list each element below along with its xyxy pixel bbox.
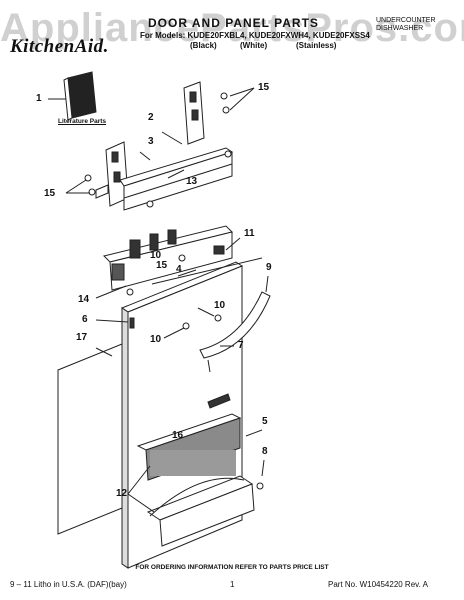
- callout-12: 12: [116, 488, 128, 499]
- left-hinge-bracket: [95, 141, 129, 207]
- product-type-line: UNDERCOUNTER DISHWASHER: [376, 17, 436, 32]
- variant-white: (White): [240, 41, 268, 50]
- callout-14: 14: [78, 294, 90, 305]
- variant-black: (Black): [190, 41, 217, 50]
- variant-stainless: (Stainless): [296, 41, 337, 50]
- callout-13: 13: [186, 176, 198, 187]
- callout-17: 17: [76, 332, 88, 343]
- right-hinge-bracket: [183, 81, 205, 145]
- page-title: DOOR AND PANEL PARTS: [148, 16, 319, 30]
- callout-15-a: 15: [258, 82, 270, 93]
- callout-9: 9: [266, 262, 272, 273]
- callout-10-b: 10: [214, 300, 226, 311]
- callout-6: 6: [82, 314, 88, 325]
- callout-8: 8: [262, 446, 268, 457]
- callout-10-c: 10: [150, 334, 162, 345]
- control-panel: [103, 225, 233, 296]
- callout-15-c: 15: [156, 260, 168, 271]
- door-handle: [199, 275, 271, 373]
- callout-4: 4: [176, 264, 182, 275]
- callout-2: 2: [148, 112, 154, 123]
- literature-parts-booklet: [48, 71, 97, 121]
- hinge-rail: [119, 147, 234, 211]
- screws-top: [84, 92, 232, 208]
- literature-parts-label: Literature Parts: [58, 118, 107, 125]
- for-models: For Models: KUDE20FXBL4, KUDE20FXWH4, KU…: [140, 31, 370, 40]
- footer-litho: 9 – 11 Litho in U.S.A. (DAF)(bay): [10, 580, 127, 589]
- callout-16: 16: [172, 430, 184, 441]
- callout-10-a: 10: [150, 250, 162, 261]
- sound-insulation: [136, 413, 242, 481]
- inner-panel: [57, 343, 123, 535]
- callout-1: 1: [36, 93, 42, 104]
- toe-kick-panel: [146, 475, 255, 547]
- ordering-note: FOR ORDERING INFORMATION REFER TO PARTS …: [135, 564, 329, 571]
- callout-3: 3: [148, 136, 154, 147]
- product-type: UNDERCOUNTER DISHWASHER: [376, 17, 464, 33]
- callout-15-b: 15: [44, 188, 56, 199]
- callout-7: 7: [238, 340, 244, 351]
- brand-logo: KitchenAid.: [10, 36, 109, 57]
- watermark: AppliancePartsPros.com: [0, 6, 464, 50]
- callout-5: 5: [262, 416, 268, 427]
- footer-part-number: Part No. W10454220 Rev. A: [328, 580, 428, 589]
- footer-page-number: 1: [230, 580, 235, 589]
- callout-11: 11: [244, 228, 255, 239]
